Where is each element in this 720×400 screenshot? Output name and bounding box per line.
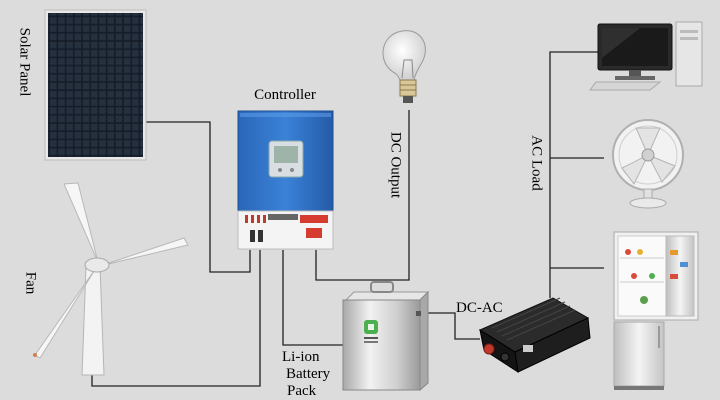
battery-label-line3: Pack bbox=[287, 383, 317, 399]
controller-icon bbox=[237, 110, 334, 250]
light-bulb-icon bbox=[382, 30, 426, 103]
wire-battery-to-inverter bbox=[420, 312, 480, 340]
controller-terminals bbox=[245, 214, 328, 242]
battery-pack-icon bbox=[342, 281, 430, 392]
inverter-icon bbox=[478, 297, 591, 374]
wire-dc-output bbox=[315, 110, 410, 281]
wire-ac-bus bbox=[549, 51, 598, 268]
dc-output-label: DC Output bbox=[388, 132, 404, 199]
desk-fan-icon bbox=[612, 119, 684, 209]
battery-label: Li-ion Battery Pack bbox=[282, 349, 331, 399]
battery-label-line2: Battery bbox=[286, 366, 331, 382]
computer-icon bbox=[589, 21, 703, 91]
wire-solar-to-controller bbox=[145, 121, 251, 273]
wire-fan-to-controller bbox=[91, 250, 261, 387]
wiring bbox=[91, 51, 604, 387]
wind-turbine-icon bbox=[33, 182, 189, 376]
refrigerator-icon bbox=[613, 231, 699, 390]
dc-ac-label: DC-AC bbox=[456, 300, 503, 316]
battery-logo bbox=[364, 320, 378, 343]
solar-panel-label: Solar Panel bbox=[17, 28, 33, 97]
fan-label: Fan bbox=[23, 272, 39, 295]
controller-label: Controller bbox=[254, 87, 316, 103]
battery-label-line1: Li-ion bbox=[282, 349, 320, 365]
wire-battery-to-controller bbox=[282, 250, 343, 346]
controller-display bbox=[268, 140, 304, 178]
solar-panel-icon bbox=[44, 9, 147, 161]
ac-load-label: AC Load bbox=[529, 135, 545, 191]
